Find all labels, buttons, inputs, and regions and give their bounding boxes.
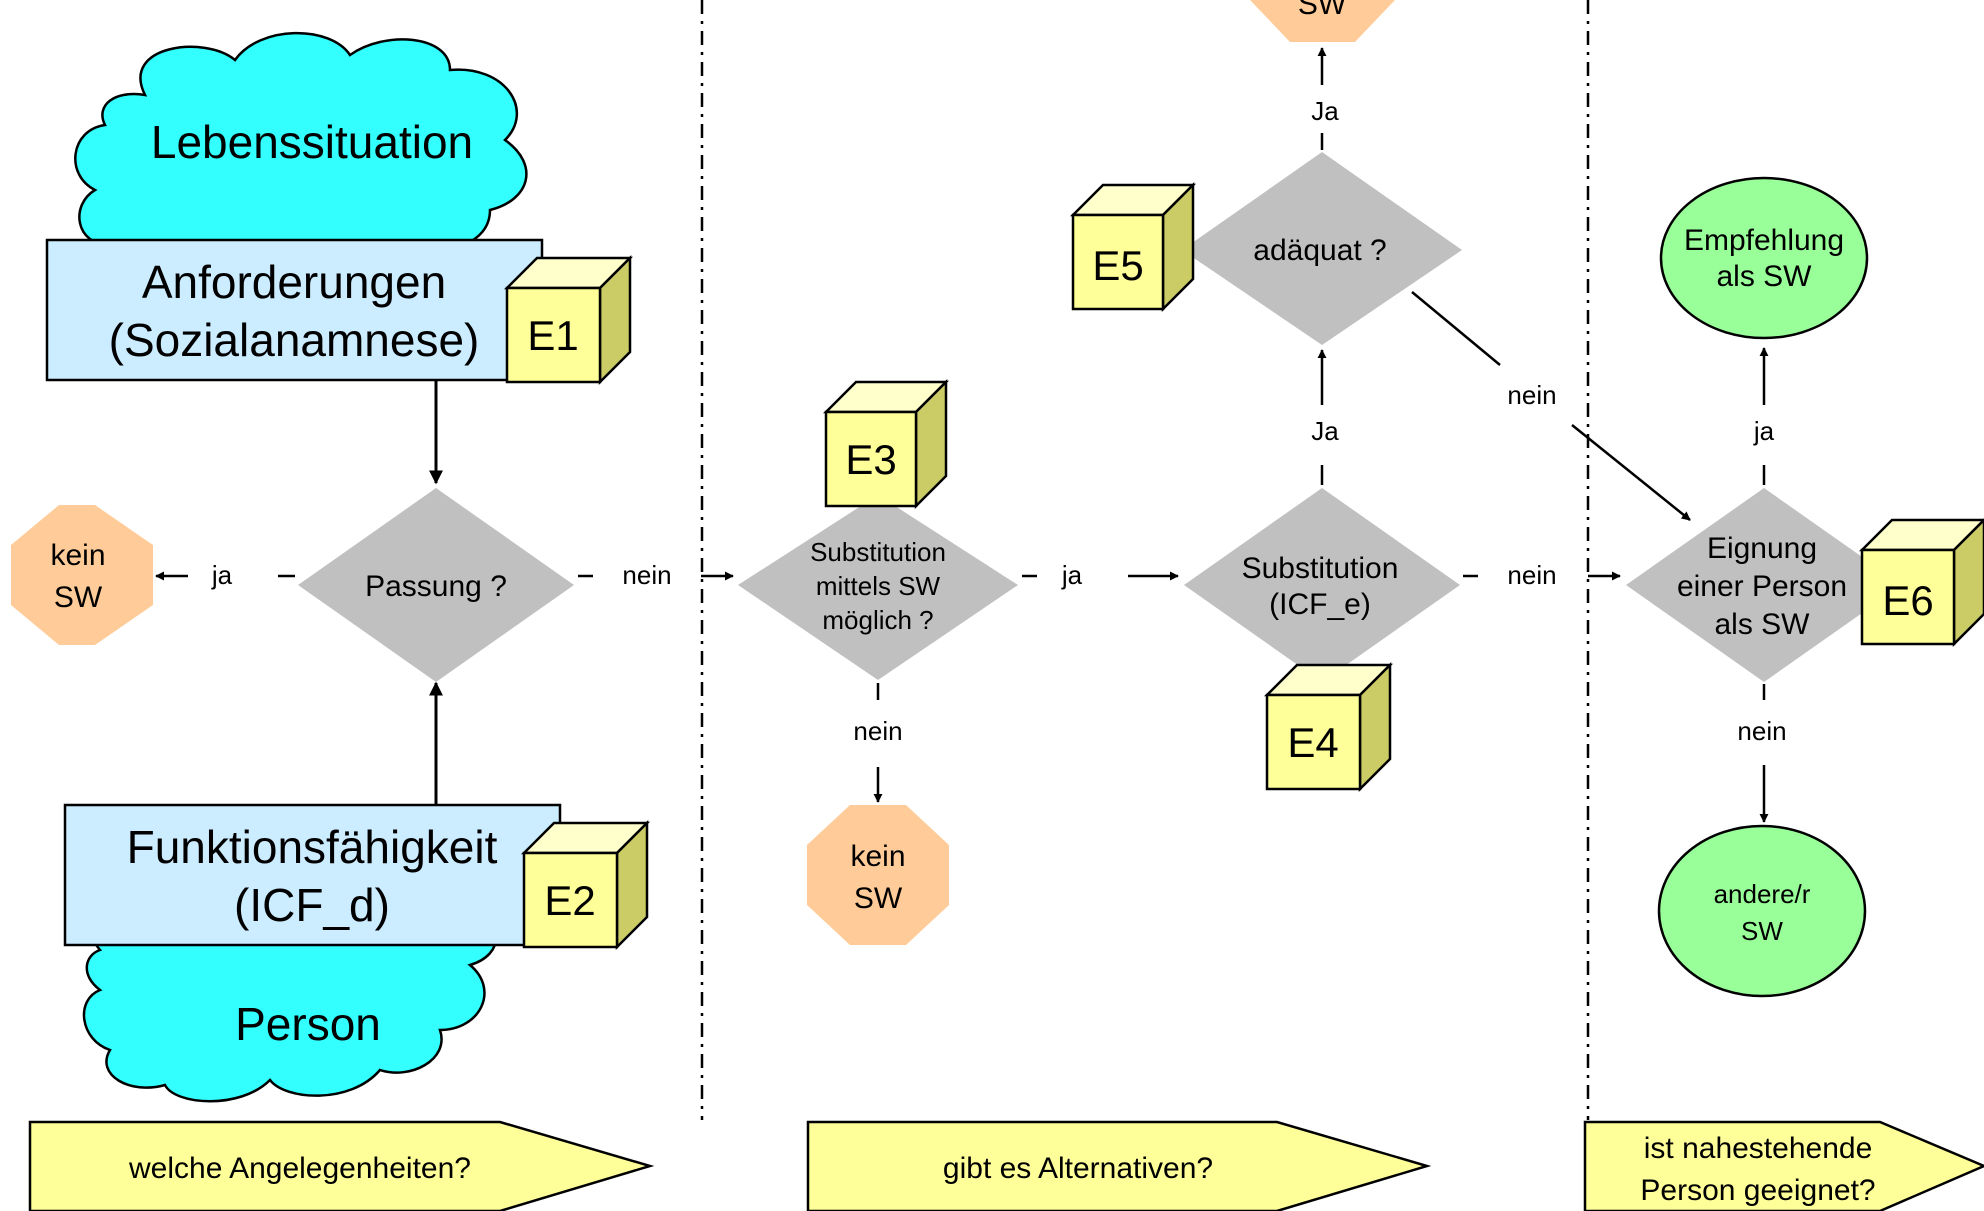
edge-adaequat-nein-1	[1411, 291, 1501, 366]
kein-sw-bottom-line1: kein	[850, 840, 905, 873]
kein-sw-bottom-line2: SW	[854, 882, 903, 915]
cube-e3: E3	[822, 378, 950, 510]
kein-sw-left-line2: SW	[54, 581, 103, 614]
edge-label-ja-eignung: ja	[1753, 416, 1775, 446]
andere-line1: andere/r	[1714, 879, 1811, 909]
top-sw-label: SW	[1298, 0, 1347, 21]
diamond-adaequat: adäquat ?	[1182, 152, 1462, 345]
substitution-icf-line1: Substitution	[1242, 552, 1399, 585]
diamond-eignung: Eignung einer Person als SW	[1626, 488, 1902, 682]
octagon-kein-sw-left: kein SW	[11, 505, 153, 645]
ellipse-empfehlung: Empfehlung als SW	[1659, 176, 1869, 340]
edge-label-nein-icf: nein	[1507, 560, 1556, 590]
banner-middle-label: gibt es Alternativen?	[943, 1152, 1213, 1185]
banner-left-label: welche Angelegenheiten?	[128, 1152, 471, 1185]
eignung-line2: einer Person	[1677, 570, 1847, 603]
octagon-top-sw: SW	[1250, 0, 1395, 42]
anforderungen-line1: Anforderungen	[142, 256, 446, 308]
cloud-bottom-label: Person	[235, 998, 381, 1050]
cube-e6: E6	[1858, 518, 1984, 648]
cloud-person: Person	[82, 902, 498, 1103]
passung-label: Passung ?	[365, 570, 507, 603]
cube-e3-label: E3	[845, 436, 896, 483]
banner-right-line2: Person geeignet?	[1640, 1174, 1875, 1207]
edge-label-ja-adaequat: Ja	[1311, 96, 1339, 126]
edge-label-nein-adaequat: nein	[1507, 380, 1556, 410]
anforderungen-box	[45, 238, 544, 382]
cube-e6-label: E6	[1882, 577, 1933, 624]
eignung-line3: als SW	[1714, 608, 1810, 641]
andere-line2: SW	[1741, 916, 1783, 946]
banner-middle: gibt es Alternativen?	[806, 1120, 1432, 1211]
substitution-sw-line2: mittels SW	[816, 571, 941, 601]
cube-e1-label: E1	[527, 312, 578, 359]
empfehlung-line1: Empfehlung	[1684, 224, 1844, 257]
anforderungen-line2: (Sozialanamnese)	[109, 314, 480, 366]
cube-e1: E1	[503, 254, 634, 386]
edge-label-ja-left: ja	[211, 560, 233, 590]
funktion-line1: Funktionsfähigkeit	[127, 821, 498, 873]
edge-label-ja-sub: ja	[1061, 560, 1083, 590]
cube-e2: E2	[520, 819, 651, 951]
cube-e4-label: E4	[1287, 719, 1338, 766]
edge-label-nein-sub: nein	[853, 716, 902, 746]
octagon-kein-sw-bottom: kein SW	[807, 805, 949, 945]
banner-right-line1: ist nahestehende	[1644, 1132, 1873, 1165]
substitution-icf-line2: (ICF_e)	[1269, 588, 1371, 621]
cloud-top-label: Lebenssituation	[151, 116, 473, 168]
substitution-sw-line3: möglich ?	[822, 605, 933, 635]
funktion-line2: (ICF_d)	[234, 879, 390, 931]
edge-label-nein-eignung: nein	[1737, 716, 1786, 746]
funktion-box	[63, 803, 562, 947]
cube-e2-label: E2	[544, 877, 595, 924]
diamond-passung: Passung ?	[298, 488, 574, 682]
diamond-substitution-icf: Substitution (ICF_e)	[1184, 488, 1460, 682]
cube-e5-label: E5	[1092, 242, 1143, 289]
edge-label-ja-icf: Ja	[1311, 416, 1339, 446]
empfehlung-line2: als SW	[1716, 260, 1812, 293]
cube-e4: E4	[1263, 661, 1394, 793]
adaequat-label: adäquat ?	[1253, 234, 1386, 267]
banner-right: ist nahestehende Person geeignet?	[1583, 1120, 1984, 1211]
ellipse-andere: andere/r SW	[1657, 824, 1867, 998]
cube-e5: E5	[1069, 181, 1197, 313]
arrow-adaequat-to-eignung	[1571, 424, 1691, 521]
eignung-line1: Eignung	[1707, 532, 1817, 565]
kein-sw-left-line1: kein	[50, 539, 105, 572]
cloud-lebenssituation: Lebenssituation	[74, 31, 528, 250]
substitution-sw-line1: Substitution	[810, 537, 946, 567]
edge-label-nein-passung: nein	[622, 560, 671, 590]
banner-left: welche Angelegenheiten?	[28, 1120, 655, 1211]
diamond-substitution-sw: Substitution mittels SW möglich ?	[738, 495, 1018, 680]
